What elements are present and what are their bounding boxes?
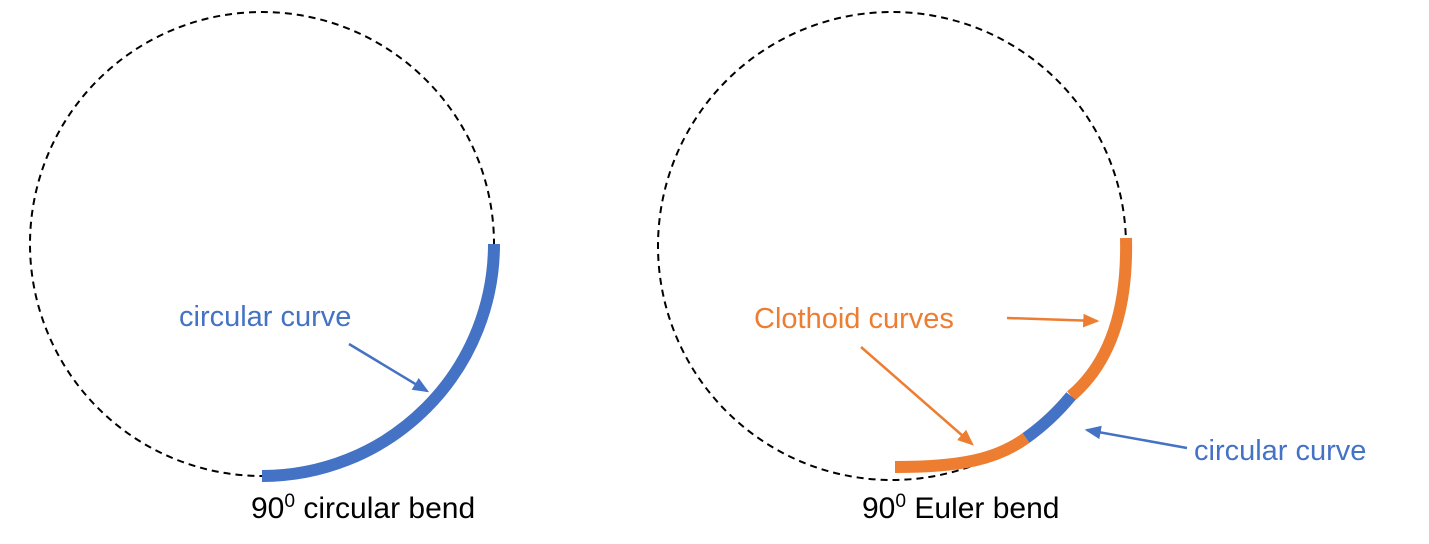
right-circular-curve-arrow [1084,425,1188,450]
clothoid-upper-arc [1067,237,1133,401]
right-caption: 900 Euler bend [862,492,1060,526]
left-circular-curve-arrow [348,342,430,393]
right-caption-base: 90 [862,492,896,525]
left-circular-arc [261,243,500,482]
left-caption: 900 circular bend [251,492,475,526]
clothoid-lower-arrow [860,346,974,446]
clothoid-curves-label: Clothoid curves [754,303,954,335]
left-caption-rest: circular bend [295,492,476,525]
right-circular-arc [1022,392,1076,443]
right-caption-rest: Euler bend [906,492,1060,525]
clothoid-lower-arc [894,433,1030,473]
left-caption-superscript: 0 [284,491,296,512]
left-caption-base: 90 [251,492,285,525]
left-circular-curve-label: circular curve [179,301,352,333]
right-caption-superscript: 0 [895,491,907,512]
right-circular-curve-label: circular curve [1194,435,1367,467]
clothoid-upper-arrow [1006,313,1100,328]
